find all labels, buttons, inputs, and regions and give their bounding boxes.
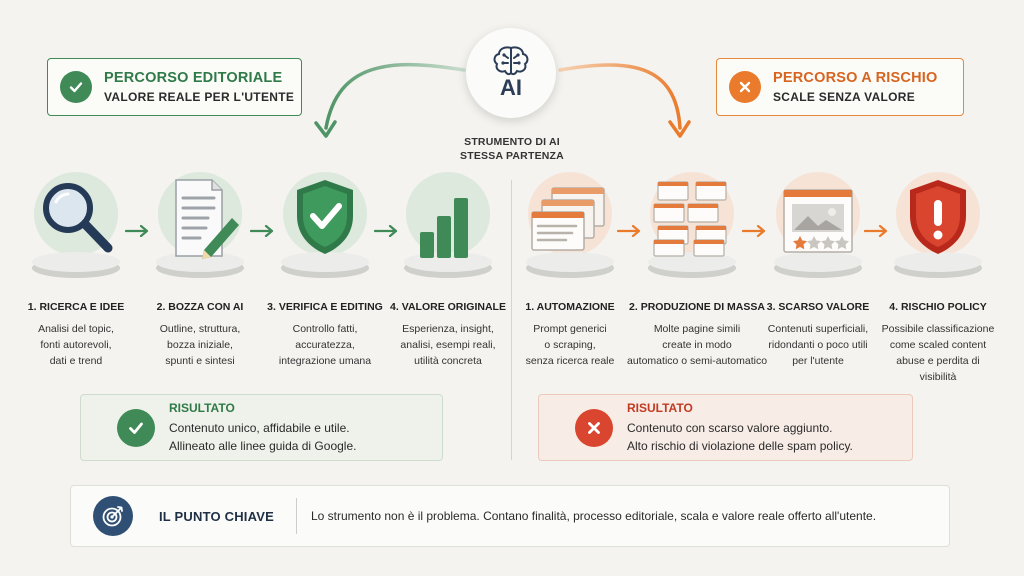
step-title: 4. VALORE ORIGINALE [390,301,506,313]
result-line: Contenuto unico, affidabile e utile. [169,420,350,435]
step-description: Molte pagine simili create in modo autom… [627,321,767,369]
step-description-line: Outline, struttura, [159,323,241,335]
step-description-line: automatico o semi-automatico [627,355,768,367]
step-description: Esperienza, insight, analisi, esempi rea… [383,321,513,369]
arrow-right-icon [374,225,398,237]
arrow-right-icon [864,225,888,237]
step-description: Outline, struttura, bozza iniziale, spun… [135,321,265,369]
step-description-line: integrazione umana [278,355,372,367]
right-curve-arrow [558,63,682,130]
step-description-line: dati e trend [49,355,103,367]
step-description: Analisi del topic, fonti autorevoli, dat… [11,321,141,369]
key-point-text: Lo strumento non è il problema. Contano … [310,509,877,523]
stacked-windows-icon [526,172,614,278]
step-description-line: Possibile classificazione [881,323,995,335]
center-divider [511,180,512,460]
many-pages-icon [648,172,736,278]
key-point-separator [295,498,297,534]
step-description-line: fonti autorevoli, [40,339,112,351]
step-title: 1. RICERCA E IDEE [27,301,125,313]
right-arrow-head [668,120,691,138]
step-description-line: Esperienza, insight, [402,323,494,335]
low-rating-page-icon [774,172,862,278]
ai-label: AI [500,75,522,100]
step-description-line: o scraping, [544,339,596,351]
step-description-line: visibilità [919,371,957,383]
step-title: 4. RISCHIO POLICY [889,301,987,313]
left-curve-arrow [324,62,466,130]
bad-path-header: PERCORSO A RISCHIO SCALE SENZA VALORE [716,58,964,116]
step-description-line: utilità concreta [414,355,482,367]
arrow-right-icon [125,225,149,237]
x-icon [575,408,613,447]
result-title: RISULTATO [627,400,693,415]
step-description-line: accuratezza, [295,339,355,351]
step-description: Prompt generici o scraping, senza ricerc… [505,321,635,369]
check-icon [117,408,155,447]
step-title: 3. SCARSO VALORE [766,301,870,313]
arrow-right-icon [742,225,766,237]
step-description-line: come scaled content [889,339,987,351]
center-caption-line2: STESSA PARTENZA [460,150,564,162]
step-description-line: Controllo fatti, [292,323,358,335]
result-line: Alto rischio di violazione delle spam po… [627,438,853,453]
step-description-line: senza ricerca reale [525,355,615,367]
step-description-line: Molte pagine simili [653,323,741,335]
step-description-line: ridondanti o poco utili [768,339,868,351]
step-description-line: Analisi del topic, [38,323,114,335]
step-title: 1. AUTOMAZIONE [525,301,615,313]
step-description-line: per l'utente [792,355,844,367]
shield-alert-icon [894,172,982,278]
bar-chart-icon [404,172,492,278]
step-title: 2. PRODUZIONE DI MASSA [629,301,765,313]
key-point-title: IL PUNTO CHIAVE [159,508,274,524]
brain-circuit-icon [493,46,529,76]
good-path-subtitle: VALORE REALE PER L'UTENTE [104,90,295,104]
key-point-box: IL PUNTO CHIAVE Lo strumento non è il pr… [70,485,950,547]
x-icon [729,71,761,103]
ai-badge: AI [466,28,556,118]
document-pencil-icon [156,172,244,278]
result-line: Contenuto con scarso valore aggiunto. [627,420,833,435]
left-arrow-head [314,120,337,138]
magnifier-icon [32,172,120,278]
step-description-line: create in modo [662,339,732,351]
good-path-title: PERCORSO EDITORIALE [104,70,283,86]
bad-path-title: PERCORSO A RISCHIO [773,70,938,86]
target-icon [93,496,133,536]
arrow-right-icon [250,225,274,237]
step-description: Possibile classificazione come scaled co… [873,321,1003,385]
good-result-box: RISULTATO Contenuto unico, affidabile e … [80,394,443,461]
good-path-header: PERCORSO EDITORIALE VALORE REALE PER L'U… [47,58,302,116]
result-title: RISULTATO [169,400,235,415]
step-description-line: Prompt generici [533,323,607,335]
bad-path-subtitle: SCALE SENZA VALORE [773,90,916,104]
check-icon [60,71,92,103]
step-description-line: abuse e perdita di [896,355,980,367]
center-caption-line1: STRUMENTO DI AI [464,136,560,148]
step-description-line: Contenuti superficiali, [767,323,869,335]
step-description: Controllo fatti, accuratezza, integrazio… [260,321,390,369]
step-description-line: spunti e sintesi [165,355,235,367]
arrow-right-icon [617,225,641,237]
step-description-line: analisi, esempi reali, [400,339,496,351]
step-title: 2. BOZZA CON AI [156,301,244,313]
bad-result-box: RISULTATO Contenuto con scarso valore ag… [538,394,913,461]
shield-check-icon [281,172,369,278]
center-caption: STRUMENTO DI AI STESSA PARTENZA [432,135,592,163]
step-title: 3. VERIFICA E EDITING [267,301,383,313]
result-line: Allineato alle linee guida di Google. [169,438,357,453]
step-description-line: bozza iniziale, [167,339,233,351]
step-description: Contenuti superficiali, ridondanti o poc… [753,321,883,369]
